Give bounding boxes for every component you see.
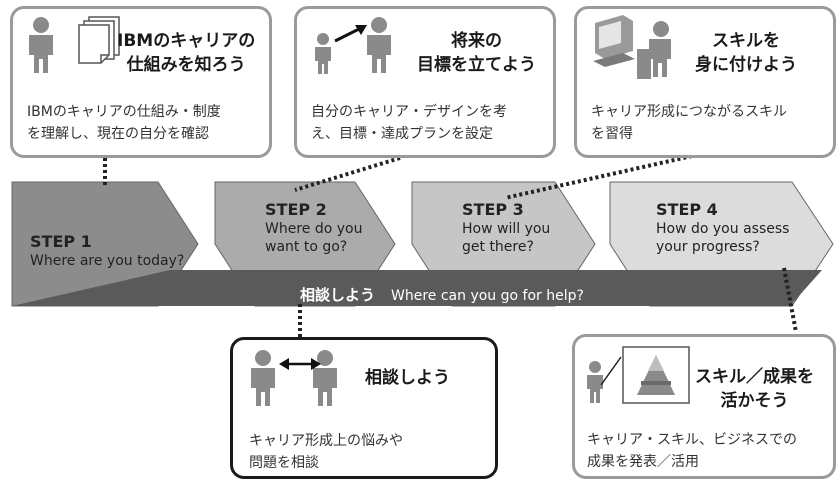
- person-icon: [29, 17, 53, 73]
- card-use-desc-line1: キャリア・スキル、ビジネスでの: [587, 432, 797, 448]
- step-4-label: STEP 4: [656, 200, 718, 219]
- help-bar: 相談しよう Where can you go for help?: [300, 286, 584, 305]
- card-skill: スキルを 身に付けよう キャリア形成につながるスキル を習得: [574, 6, 836, 158]
- arrow-icon: [334, 25, 367, 43]
- card-ibm-desc: IBMのキャリアの仕組み・制度 を理解し、現在の自分を確認: [27, 101, 221, 145]
- card-goal-title: 将来の 目標を立てよう: [417, 29, 536, 77]
- step-1: STEP 1 Where are you today?: [30, 232, 184, 270]
- card-goal-title-line1: 将来の: [451, 31, 502, 51]
- document-icon: [78, 16, 120, 64]
- card-consult-title: 相談しよう: [365, 368, 450, 388]
- card-use-title-line2: 活かそう: [720, 391, 789, 411]
- card-ibm-desc-line2: を理解し、現在の自分を確認: [27, 126, 209, 142]
- card-ibm-career: IBMのキャリアの 仕組みを知ろう IBMのキャリアの仕組み・制度 を理解し、現…: [10, 6, 272, 158]
- double-arrow-icon: [279, 358, 321, 370]
- person-icon: [315, 17, 391, 74]
- help-bar-en: Where can you go for help?: [391, 288, 584, 304]
- card-skill-title: スキルを 身に付けよう: [695, 29, 797, 77]
- card-consult: 相談しよう キャリア形成上の悩みや 問題を相談: [230, 337, 498, 479]
- card-consult-desc: キャリア形成上の悩みや 問題を相談: [249, 430, 403, 474]
- step-2: STEP 2 Where do you want to go?: [265, 200, 362, 256]
- card-goal-title-line2: 目標を立てよう: [417, 55, 536, 75]
- help-bar-shape: [12, 270, 822, 306]
- card-use-skills: スキル／成果を 活かそう キャリア・スキル、ビジネスでの 成果を発表／活用: [572, 334, 836, 479]
- card-ibm-title-line1: IBMのキャリアの: [117, 31, 256, 51]
- card-skill-title-line2: 身に付けよう: [695, 55, 797, 75]
- card-consult-desc-line2: 問題を相談: [249, 455, 319, 471]
- card-consult-desc-line1: キャリア形成上の悩みや: [249, 433, 403, 449]
- card-skill-desc: キャリア形成につながるスキル を習得: [591, 101, 787, 145]
- card-use-desc-line2: 成果を発表／活用: [587, 454, 699, 470]
- step-2-label: STEP 2: [265, 200, 327, 219]
- card-use-title: スキル／成果を 活かそう: [695, 365, 814, 413]
- step-3-label: STEP 3: [462, 200, 524, 219]
- step-4-text: How do you assess your progress?: [656, 221, 790, 255]
- card-ibm-title: IBMのキャリアの 仕組みを知ろう: [117, 29, 255, 77]
- person-icon: [251, 350, 337, 406]
- pyramid-chart-icon: [587, 346, 690, 404]
- step-2-text: Where do you want to go?: [265, 221, 363, 255]
- step-1-label: STEP 1: [30, 232, 92, 251]
- card-skill-desc-line1: キャリア形成につながるスキル: [591, 104, 787, 120]
- step-3: STEP 3 How will you get there?: [462, 200, 550, 256]
- card-use-desc: キャリア・スキル、ビジネスでの 成果を発表／活用: [587, 429, 797, 473]
- card-goal-desc-line1: 自分のキャリア・デザインを考: [311, 104, 507, 120]
- step-1-text: Where are you today?: [30, 253, 185, 269]
- card-skill-desc-line2: を習得: [591, 126, 633, 142]
- computer-icon: [593, 15, 671, 79]
- card-goal-desc: 自分のキャリア・デザインを考 え、目標・達成プランを設定: [311, 101, 507, 145]
- step-3-text: How will you get there?: [462, 221, 551, 255]
- step-4: STEP 4 How do you assess your progress?: [656, 200, 789, 256]
- help-bar-jp: 相談しよう: [300, 286, 376, 304]
- card-goal-desc-line2: え、目標・達成プランを設定: [311, 126, 493, 142]
- card-goal: 将来の 目標を立てよう 自分のキャリア・デザインを考 え、目標・達成プランを設定: [294, 6, 556, 158]
- card-skill-title-line1: スキルを: [712, 31, 780, 51]
- card-use-title-line1: スキル／成果を: [695, 367, 814, 387]
- card-ibm-desc-line1: IBMのキャリアの仕組み・制度: [27, 104, 221, 120]
- card-ibm-title-line2: 仕組みを知ろう: [126, 55, 246, 75]
